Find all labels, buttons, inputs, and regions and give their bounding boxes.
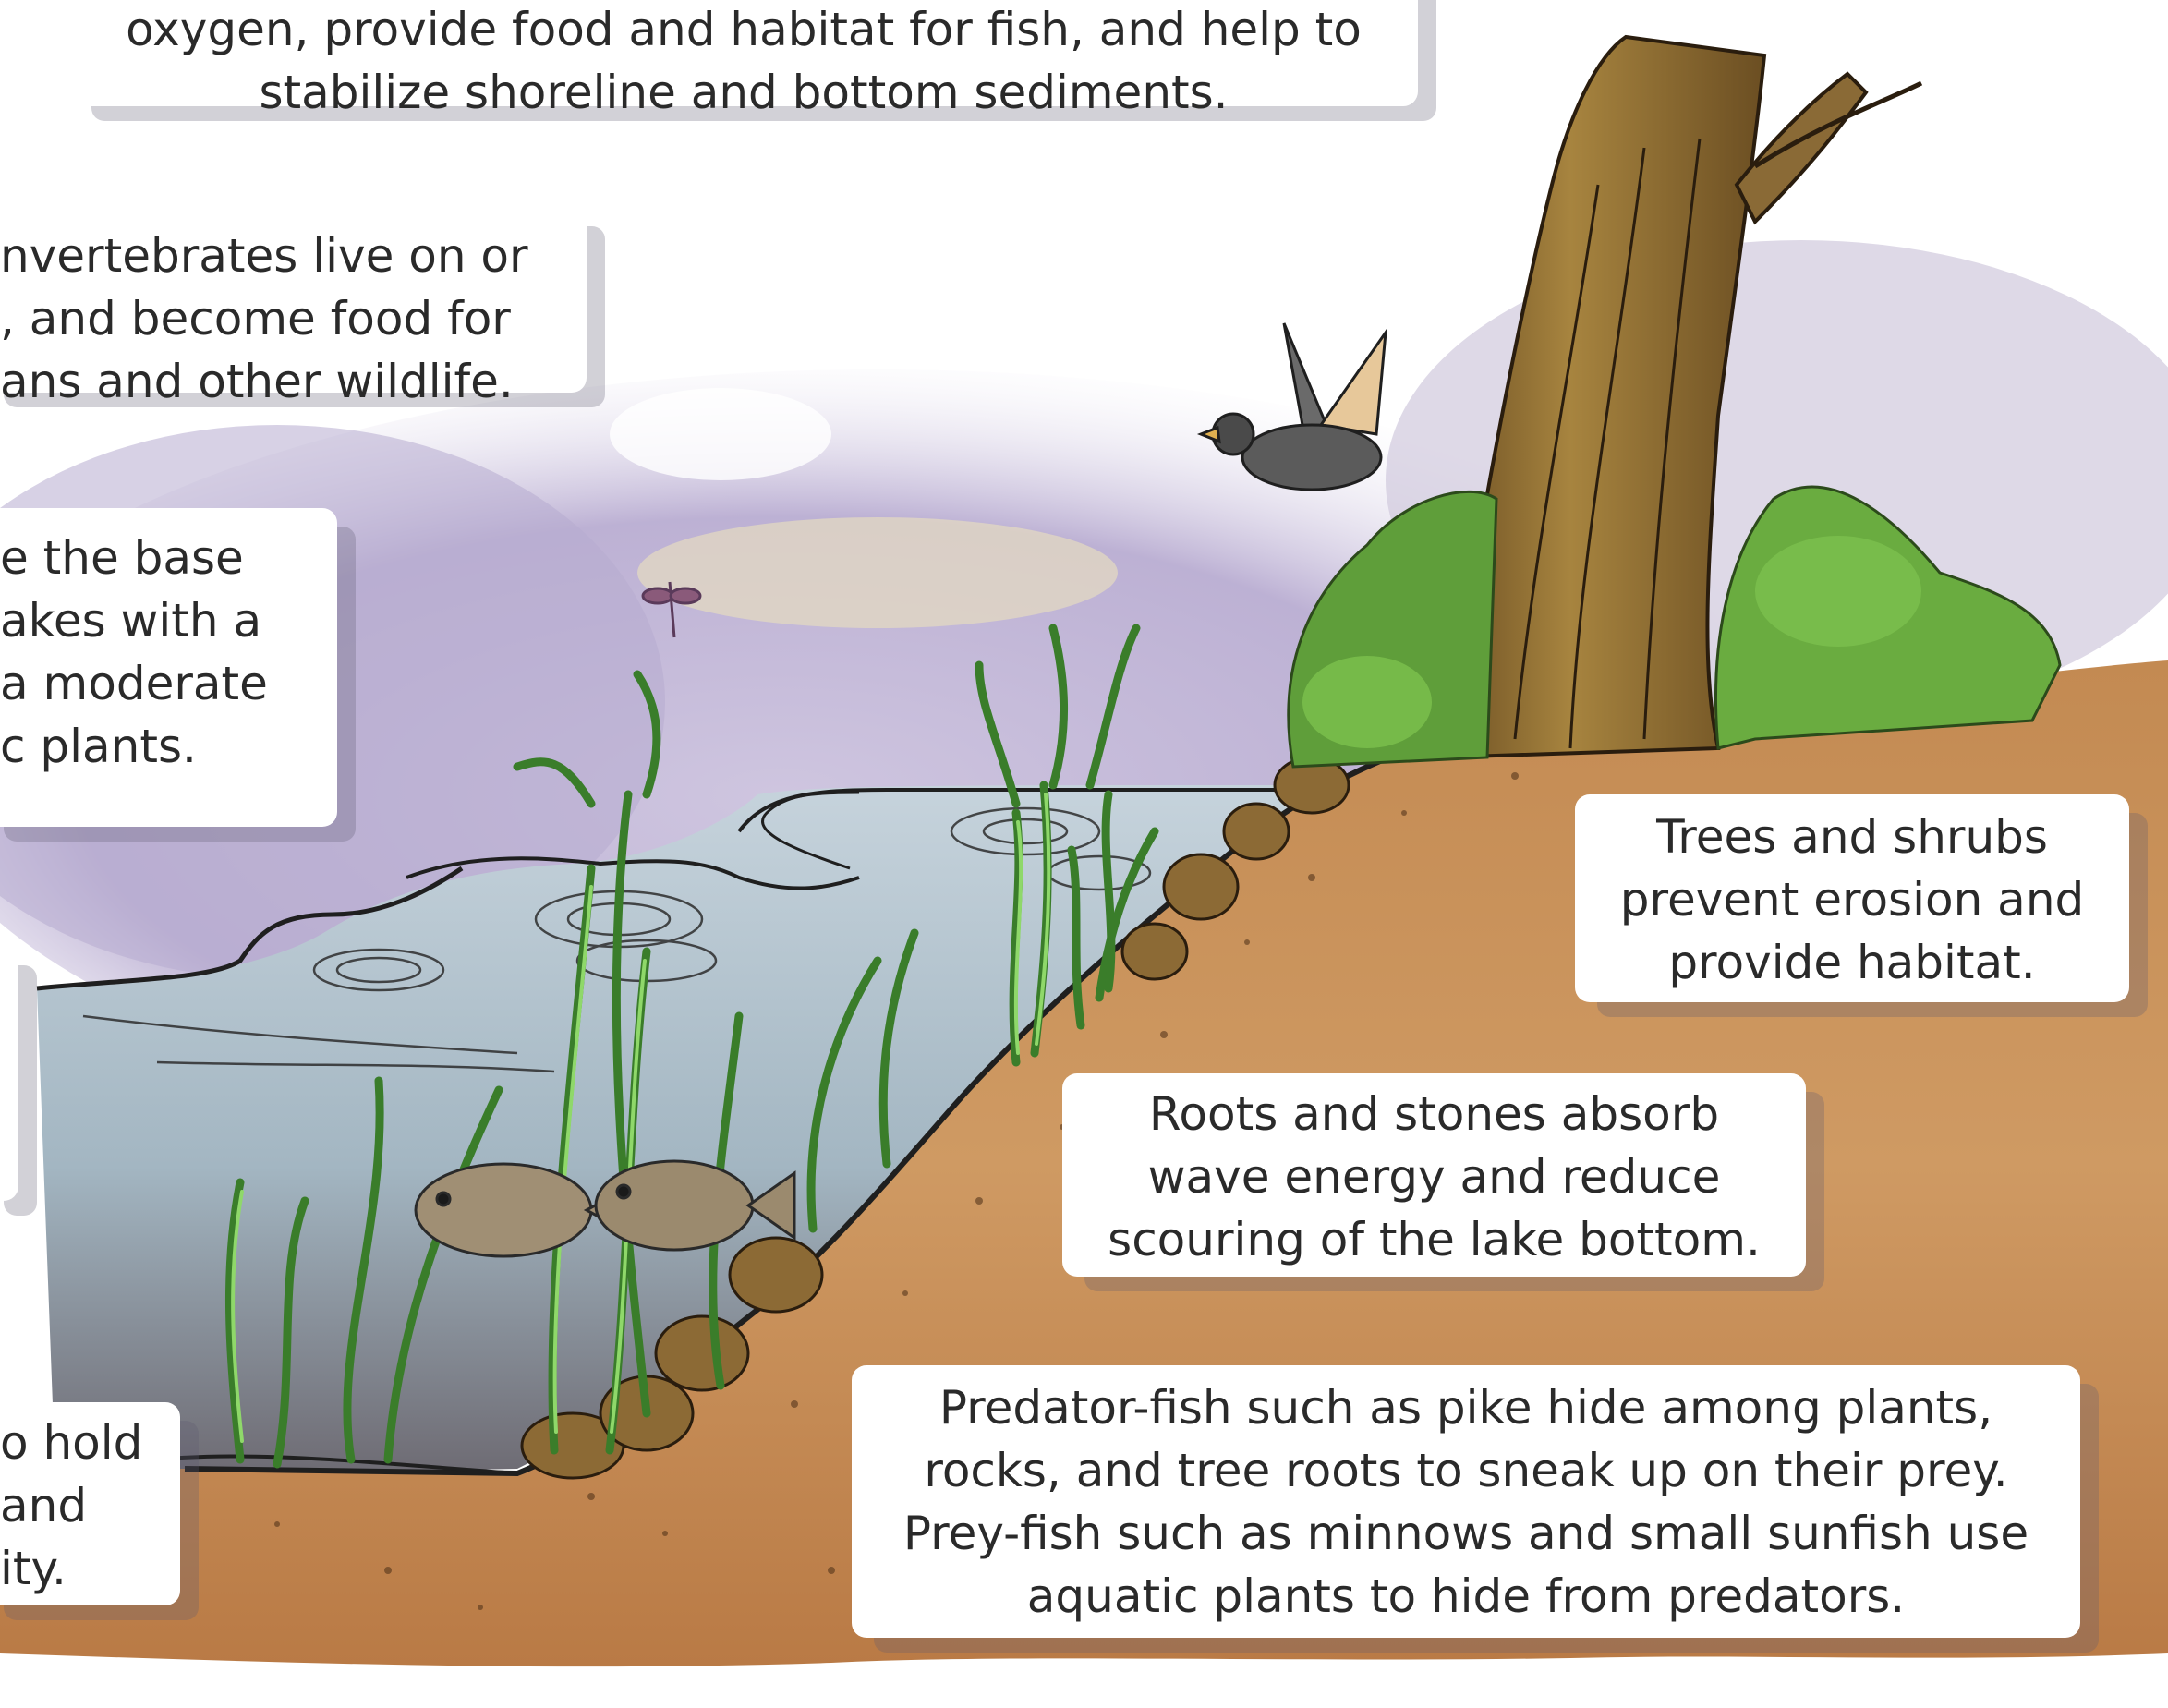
caption-line: Prey-fish such as minnows and small sunf… [852, 1502, 2080, 1565]
caption-line: o hold [0, 1411, 180, 1474]
caption-line: rocks, and tree roots to sneak up on the… [852, 1439, 2080, 1502]
caption-invertebrates: nvertebrates live on or , and become foo… [0, 208, 587, 393]
caption-line: ans and other wildlife. [0, 350, 587, 413]
caption-line: akes with a [0, 589, 337, 652]
caption-hold: o hold and ity. [0, 1402, 180, 1605]
caption-line: stabilize shoreline and bottom sediments… [69, 61, 1418, 124]
caption-roots: Roots and stones absorb wave energy and … [1062, 1073, 1806, 1277]
caption-line: wave energy and reduce [1062, 1145, 1806, 1208]
caption-line: scouring of the lake bottom. [1062, 1208, 1806, 1271]
caption-line: , and become food for [0, 287, 587, 350]
caption-base: e the base akes with a a moderate c plan… [0, 508, 337, 827]
caption-top: oxygen, provide food and habitat for fis… [69, 0, 1418, 106]
caption-trees: Trees and shrubs prevent erosion and pro… [1575, 794, 2129, 1002]
caption-line: oxygen, provide food and habitat for fis… [69, 0, 1418, 61]
caption-line: prevent erosion and [1575, 868, 2129, 931]
caption-line: nvertebrates live on or [0, 224, 587, 287]
caption-line: c plants. [0, 715, 337, 778]
caption-line: and [0, 1474, 180, 1537]
caption-line: Roots and stones absorb [1062, 1083, 1806, 1145]
caption-line: a moderate [0, 652, 337, 715]
caption-line: aquatic plants to hide from predators. [852, 1565, 2080, 1628]
caption-line: provide habitat. [1575, 931, 2129, 994]
caption-line: e the base [0, 527, 337, 589]
caption-line: ity. [0, 1537, 180, 1600]
caption-line: Trees and shrubs [1575, 806, 2129, 868]
caption-line: Predator-fish such as pike hide among pl… [852, 1376, 2080, 1439]
caption-left-middle-fragment [0, 947, 18, 1201]
caption-predator: Predator-fish such as pike hide among pl… [852, 1365, 2080, 1638]
